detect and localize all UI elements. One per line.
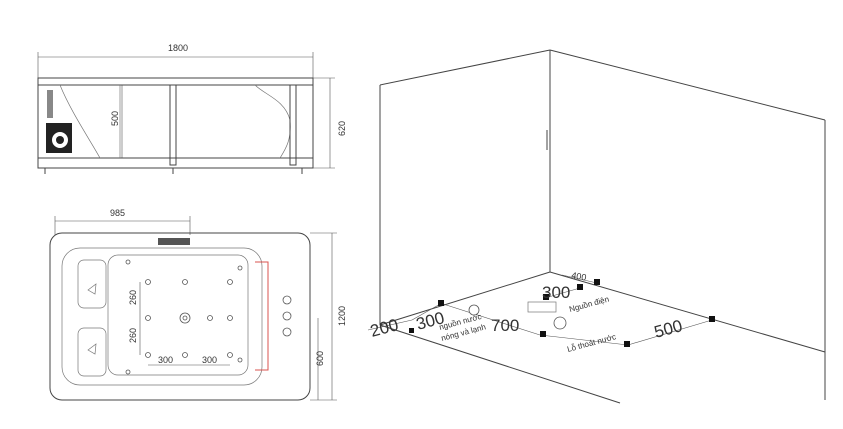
top-right-offset-label: 600 [315, 351, 325, 366]
accent-line [255, 261, 269, 371]
top-vertical-spacing-label-2: 260 [128, 328, 138, 343]
room-label-300-top: 300 [542, 283, 570, 302]
control-panel [158, 238, 190, 245]
side-width-label: 1800 [168, 43, 188, 53]
headrest-pillows [77, 259, 107, 377]
pump-icon [46, 90, 72, 153]
room-label-200: 200 [368, 315, 400, 341]
top-vertical-spacing-label-1: 260 [128, 290, 138, 305]
room-label-500: 500 [652, 316, 684, 342]
side-view: 1800 500 620 [37, 43, 347, 174]
top-horizontal-spacing-label-1: 300 [158, 355, 173, 365]
room-layout: 200 300 700 300 400 500 nguồn nước nóng … [367, 49, 826, 404]
room-label-700: 700 [491, 316, 519, 335]
power-source-label: Nguồn điện [568, 295, 610, 314]
side-inner-height-label: 500 [110, 111, 120, 126]
jets [125, 259, 243, 375]
side-total-height-label: 620 [337, 121, 347, 136]
room-label-400: 400 [571, 270, 588, 282]
top-view: 985 [49, 208, 347, 401]
top-horizontal-spacing-label-2: 300 [202, 355, 217, 365]
top-depth-label: 985 [110, 208, 125, 218]
top-width-label: 1200 [337, 306, 347, 326]
